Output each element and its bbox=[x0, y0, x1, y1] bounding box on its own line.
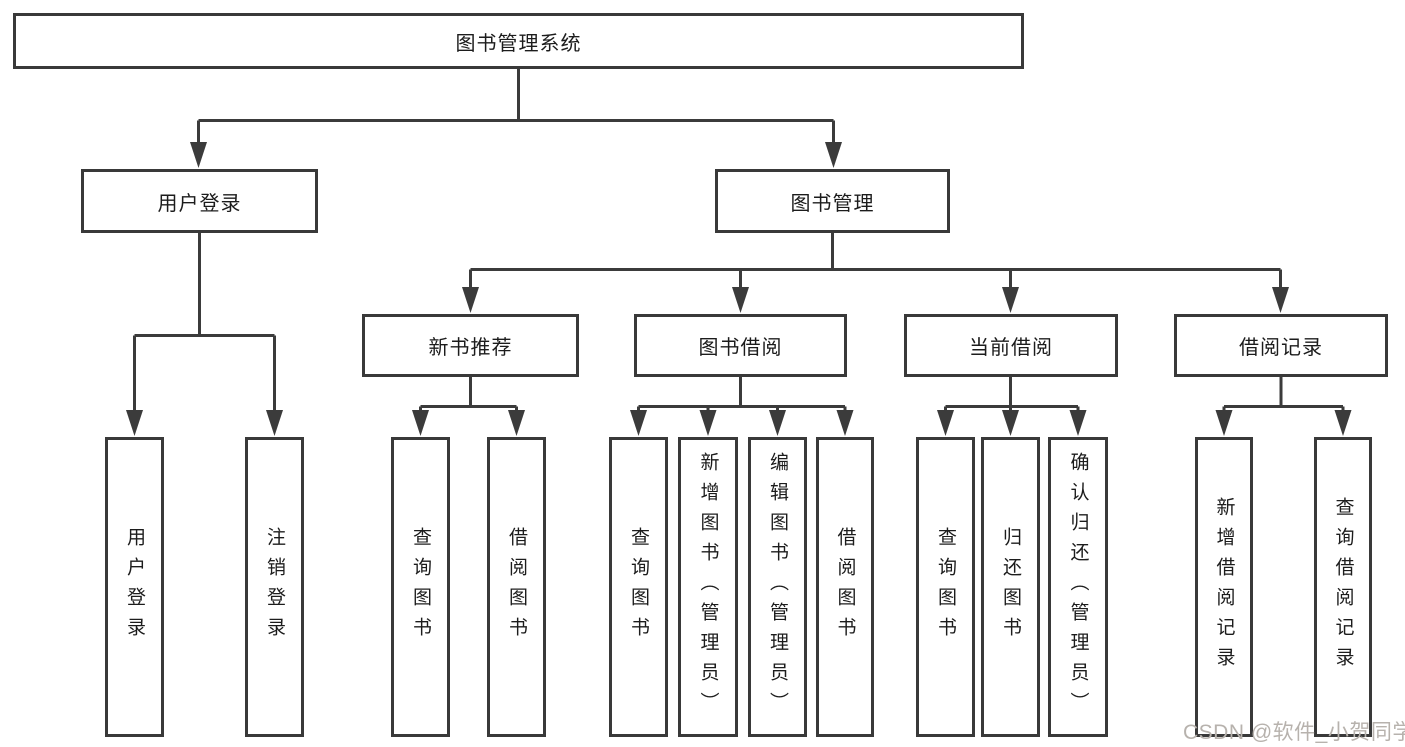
leaf-label: 编辑图书（管理员） bbox=[767, 452, 788, 722]
leaf-label: 查询图书 bbox=[935, 527, 956, 647]
leaf-label: 借阅图书 bbox=[834, 527, 856, 647]
leaf-label: 查询借阅记录 bbox=[1332, 497, 1354, 677]
node-label: 图书借阅 bbox=[698, 337, 783, 359]
leaf-label: 借阅图书 bbox=[506, 527, 527, 647]
leaf-label: 新增图书（管理员） bbox=[697, 452, 719, 722]
leaf-label: 归还图书 bbox=[1000, 527, 1021, 647]
node-book-borrowing: 图书借阅 bbox=[634, 314, 847, 377]
leaf-query-books-recommend: 查询图书 bbox=[391, 437, 450, 737]
leaf-confirm-return-admin: 确认归还（管理员） bbox=[1048, 437, 1108, 737]
node-borrow-records: 借阅记录 bbox=[1174, 314, 1388, 377]
leaf-label: 注销登录 bbox=[264, 527, 285, 647]
node-label: 图书管理系统 bbox=[455, 32, 582, 55]
leaf-return-books: 归还图书 bbox=[981, 437, 1040, 737]
leaf-label: 查询图书 bbox=[628, 527, 649, 647]
node-book-management: 图书管理 bbox=[715, 169, 950, 233]
node-label: 当前借阅 bbox=[969, 337, 1053, 359]
node-user-login: 用户登录 bbox=[81, 169, 318, 233]
csdn-watermark: CSDN @软件_小贺同学 bbox=[1183, 721, 1405, 744]
leaf-edit-book-admin: 编辑图书（管理员） bbox=[748, 437, 807, 737]
leaf-borrow-books-recommend: 借阅图书 bbox=[487, 437, 546, 737]
leaf-label: 确认归还（管理员） bbox=[1067, 452, 1089, 722]
node-new-book-recommend: 新书推荐 bbox=[362, 314, 579, 377]
leaf-user-login: 用户登录 bbox=[105, 437, 164, 737]
leaf-add-borrow-record: 新增借阅记录 bbox=[1195, 437, 1253, 737]
leaf-query-books-borrowing: 查询图书 bbox=[609, 437, 668, 737]
leaf-label: 查询图书 bbox=[410, 527, 431, 647]
leaf-logout: 注销登录 bbox=[245, 437, 304, 737]
node-label: 用户登录 bbox=[157, 192, 242, 215]
node-current-borrowing: 当前借阅 bbox=[904, 314, 1118, 377]
leaf-add-book-admin: 新增图书（管理员） bbox=[678, 437, 738, 737]
node-label: 图书管理 bbox=[790, 192, 875, 215]
node-label: 借阅记录 bbox=[1239, 337, 1323, 359]
leaf-query-borrow-record: 查询借阅记录 bbox=[1314, 437, 1372, 737]
leaf-label: 用户登录 bbox=[124, 527, 145, 647]
leaf-label: 新增借阅记录 bbox=[1213, 497, 1235, 677]
node-label: 新书推荐 bbox=[428, 337, 513, 359]
leaf-query-books-current: 查询图书 bbox=[916, 437, 975, 737]
leaf-borrow-books: 借阅图书 bbox=[816, 437, 874, 737]
node-library-management-system: 图书管理系统 bbox=[13, 13, 1024, 69]
